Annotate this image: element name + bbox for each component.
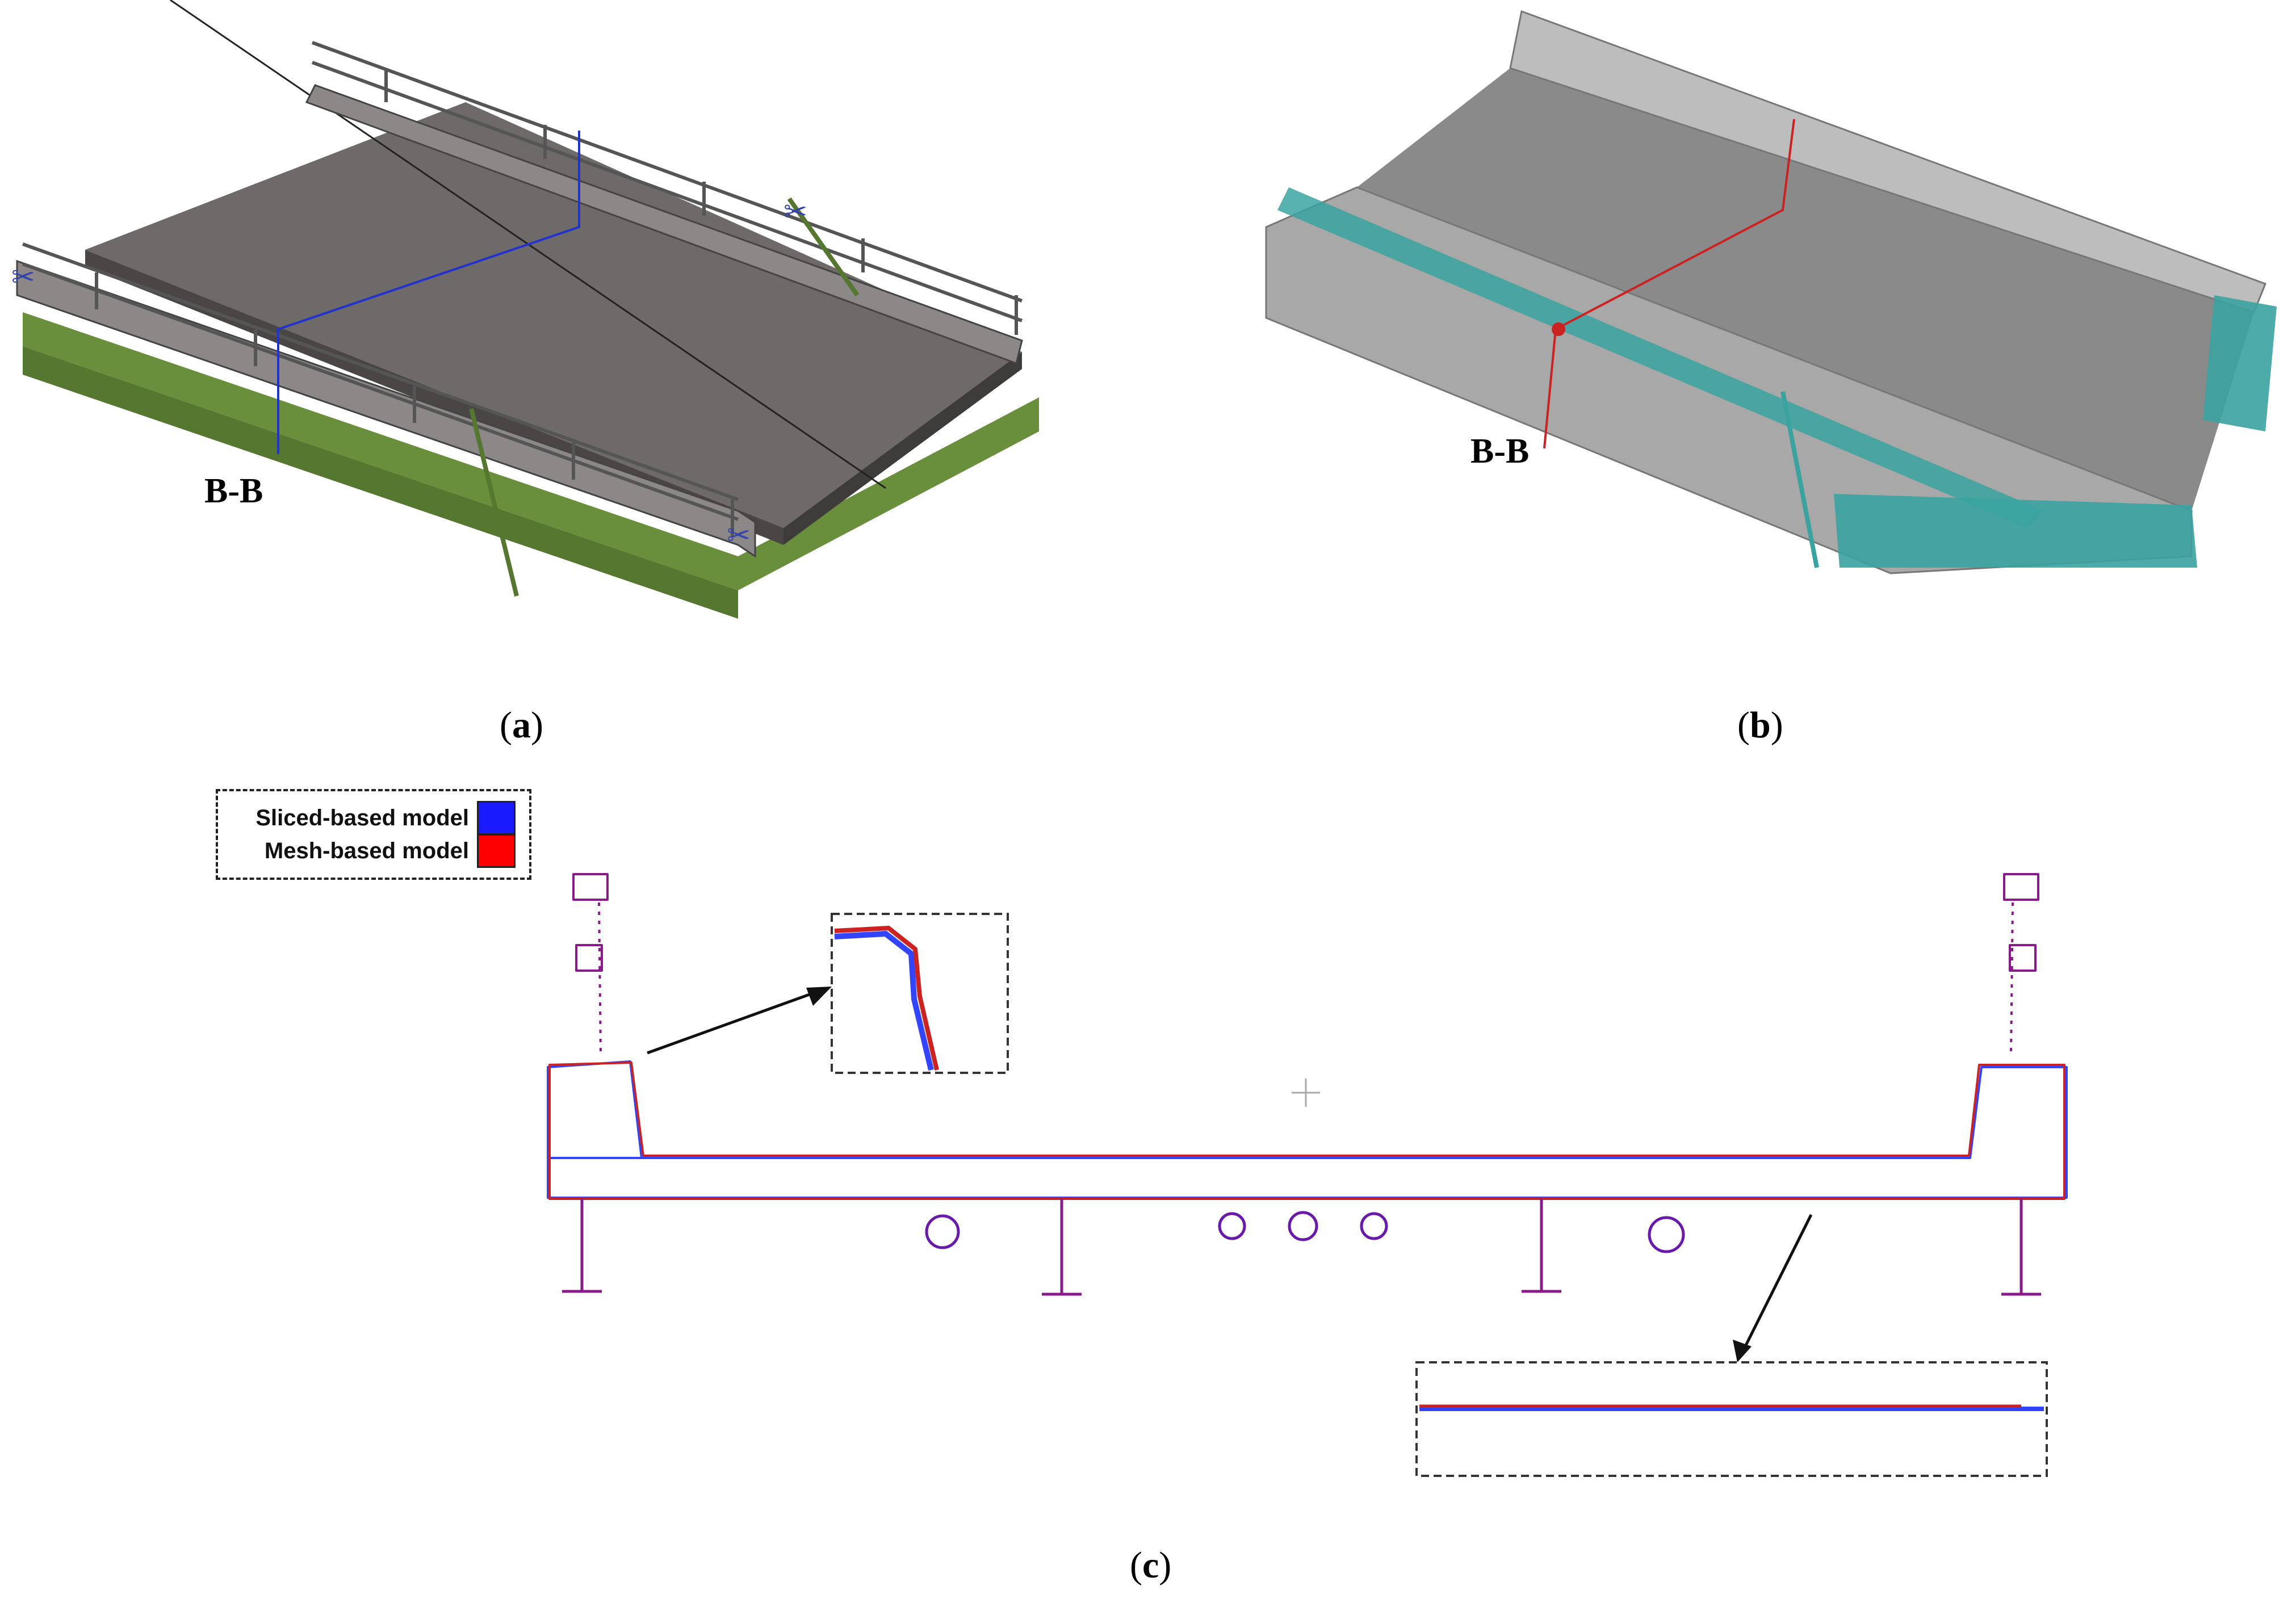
section-label-b: B-B xyxy=(1470,432,1530,471)
near-barrier xyxy=(16,259,756,558)
profile-blue xyxy=(547,1060,2068,1199)
scissors-icon: ✂ xyxy=(784,195,807,228)
mesh-far-wall xyxy=(1509,10,2266,313)
panel-label-b: (b) xyxy=(1737,704,1783,746)
girders xyxy=(562,1199,2041,1296)
legend-label: Sliced-based model xyxy=(255,805,469,830)
zoom-arrow-2 xyxy=(1741,1214,1813,1352)
legend-item-mesh: Mesh-based model xyxy=(232,834,516,868)
mesh-teal-right xyxy=(2203,295,2277,431)
pipes xyxy=(925,1211,1685,1253)
legend-swatch-red xyxy=(477,834,516,868)
railing-posts xyxy=(572,873,2039,1056)
legend-item-sliced: Sliced-based model xyxy=(232,801,516,835)
scissors-icon: ✂ xyxy=(727,519,751,552)
zoom-box-corner xyxy=(831,913,1009,1074)
section-label-a: B-B xyxy=(204,472,263,510)
near-railing xyxy=(22,242,739,536)
panel-label-a: (a) xyxy=(500,704,543,746)
zoom-arrow-1 xyxy=(647,989,821,1055)
far-railing xyxy=(311,41,1023,335)
mesh-deck-surface xyxy=(1357,68,2254,511)
mesh-teal-bottom xyxy=(1834,494,2197,568)
scissors-icon: ✂ xyxy=(11,261,35,293)
legend-label: Mesh-based model xyxy=(264,838,469,863)
deck-edge-right xyxy=(784,352,1022,545)
profile-red xyxy=(548,1061,2065,1200)
section-plane-line xyxy=(277,131,580,454)
panel-label-c: (c) xyxy=(1130,1545,1172,1586)
zoom-box-line xyxy=(1415,1361,2048,1477)
mesh-teal-near xyxy=(1277,187,2044,528)
girder-side xyxy=(23,346,738,619)
far-barrier xyxy=(305,84,1023,364)
mesh-cut-line xyxy=(1543,119,1795,449)
model-legend: Sliced-based model Mesh-based model xyxy=(216,789,531,880)
